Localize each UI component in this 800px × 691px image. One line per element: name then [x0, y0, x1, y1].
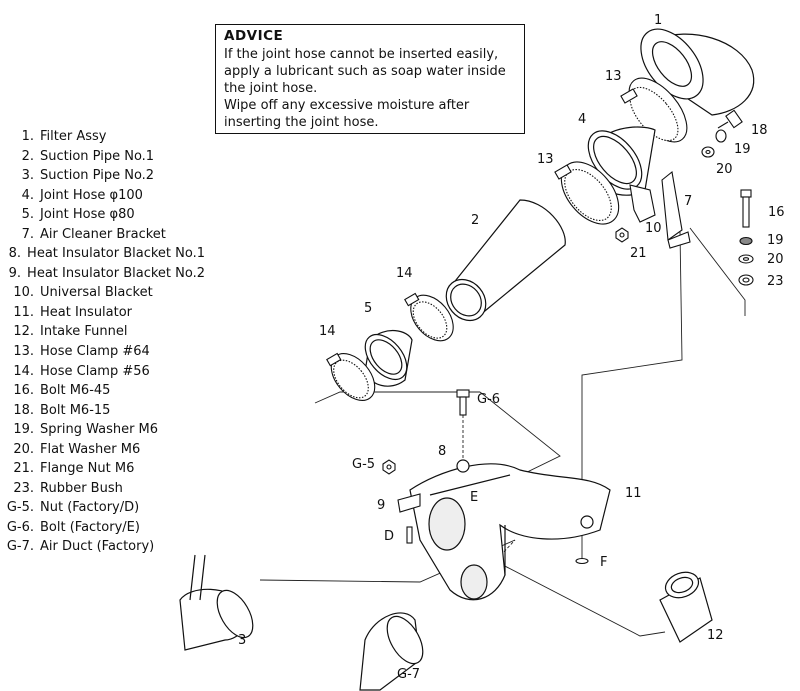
callout-g5: G-5 [352, 457, 375, 472]
part-item: 3.Suction Pipe No.2 [21, 168, 155, 184]
callout-3: 3 [238, 633, 246, 648]
callout-13: 13 [537, 152, 554, 167]
part-item: 16.Bolt M6-45 [13, 383, 111, 399]
callout-21: 21 [630, 246, 647, 261]
filter-assy [640, 28, 755, 116]
part-item: 23.Rubber Bush [13, 480, 123, 496]
callout-labels: 1 13 4 18 19 20 13 7 16 2 10 21 19 20 23… [238, 13, 785, 682]
joint-hose-5 [364, 330, 413, 387]
callout-e: E [470, 490, 478, 505]
callout-7: 7 [684, 194, 692, 209]
advice-box: ADVICE If the joint hose cannot be inser… [215, 24, 525, 134]
part-item: 1.Filter Assy [21, 129, 107, 144]
callout-2: 2 [471, 213, 479, 228]
callout-g6: G-6 [477, 392, 500, 407]
part-item: 8.Heat Insulator Blacket No.1 [8, 246, 205, 262]
part-item: 11.Heat Insulator [13, 304, 133, 320]
part-item: 9.Heat Insulator Blacket No.2 [8, 265, 205, 281]
advice-line: the joint hose. [224, 81, 318, 96]
intake-funnel [659, 571, 713, 643]
part-item: 7.Air Cleaner Bracket [21, 226, 166, 242]
callout-4: 4 [578, 112, 586, 127]
callout-g7: G-7 [397, 667, 420, 682]
callout-20: 20 [767, 252, 784, 267]
part-item: 21.Flange Nut M6 [13, 461, 135, 477]
hose-clamp-13-lower [554, 161, 620, 225]
part-item: G-5.Nut (Factory/D) [6, 500, 140, 516]
callout-11: 11 [625, 486, 642, 501]
part-item: 4.Joint Hose φ100 [21, 187, 143, 203]
callout-d: D [384, 529, 394, 544]
hose-clamp-14-upper [404, 292, 454, 342]
universal-bracket [629, 184, 656, 223]
air-cleaner-bracket [661, 170, 691, 249]
callout-19: 19 [767, 233, 784, 248]
advice-line: If the joint hose cannot be inserted eas… [224, 47, 499, 62]
advice-line: Wipe off any excessive moisture after [224, 98, 470, 113]
part-item: 2.Suction Pipe No.1 [21, 148, 155, 164]
hose-clamp-14-lower [326, 352, 376, 401]
hose-clamp-13-upper [620, 77, 688, 143]
part-item: 12.Intake Funnel [13, 324, 128, 340]
part-item: 13.Hose Clamp #64 [13, 344, 150, 360]
callout-13: 13 [605, 69, 622, 84]
part-item: 14.Hose Clamp #56 [13, 363, 150, 379]
parts-list: 1.Filter Assy 2.Suction Pipe No.1 3.Suct… [0, 127, 205, 557]
part-item: 18.Bolt M6-15 [13, 402, 111, 418]
callout-16: 16 [768, 205, 785, 220]
callout-5: 5 [364, 301, 372, 316]
callout-f: F [600, 555, 607, 570]
callout-8: 8 [438, 444, 446, 459]
suction-pipe-2 [445, 199, 566, 322]
part-item: 5.Joint Hose φ80 [21, 207, 135, 223]
air-duct [359, 612, 424, 691]
part-item: 20.Flat Washer M6 [13, 441, 141, 457]
part-item: G-6.Bolt (Factory/E) [6, 519, 140, 535]
suction-pipe-3 [179, 554, 254, 651]
advice-title: ADVICE [224, 28, 284, 44]
advice-line: inserting the joint hose. [224, 115, 379, 130]
callout-9: 9 [377, 498, 385, 513]
factory-hardware [382, 389, 589, 565]
callout-14: 14 [319, 324, 336, 339]
callout-18: 18 [751, 123, 768, 138]
advice-line: apply a lubricant such as soap water ins… [224, 64, 506, 79]
part-item: G-7.Air Duct (Factory) [6, 539, 155, 555]
callout-19: 19 [734, 142, 751, 157]
callout-20: 20 [716, 162, 733, 177]
part-item: 19.Spring Washer M6 [13, 422, 159, 438]
callout-23: 23 [767, 274, 784, 289]
heat-insulator [409, 459, 611, 601]
part-item: 10.Universal Blacket [13, 285, 153, 301]
callout-14: 14 [396, 266, 413, 281]
hardware [615, 109, 754, 286]
callout-10: 10 [645, 221, 662, 236]
callout-1: 1 [654, 13, 662, 28]
callout-12: 12 [707, 628, 724, 643]
